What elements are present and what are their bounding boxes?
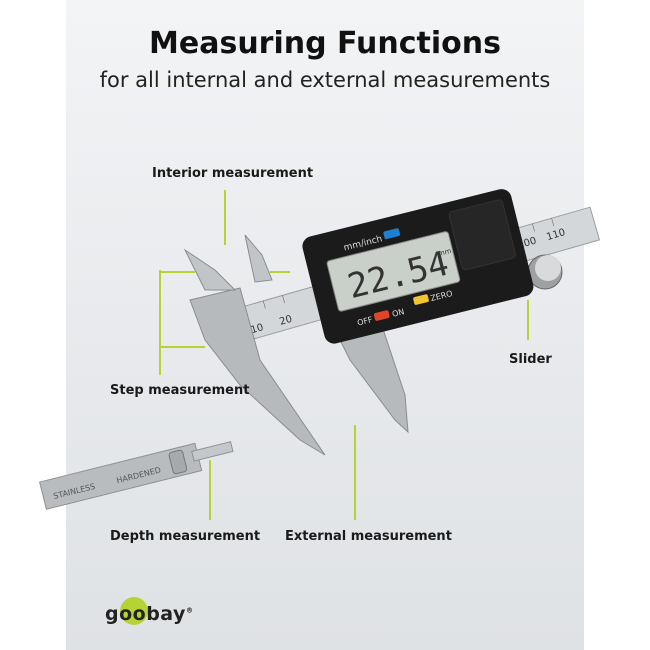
label-slider: Slider — [509, 352, 552, 367]
on-label: ON — [391, 307, 405, 319]
scale-10: 10 — [250, 322, 265, 336]
page-title: Measuring Functions — [149, 26, 501, 61]
slider-wheel-icon — [527, 254, 563, 290]
label-interior-measurement: Interior measurement — [152, 166, 314, 181]
on-off-button[interactable] — [373, 310, 390, 321]
lcd-screen — [326, 231, 461, 312]
page-subtitle: for all internal and external measuremen… — [99, 68, 551, 92]
zero-button[interactable] — [413, 294, 429, 305]
label-external-measurement: External measurement — [285, 529, 452, 544]
unit-button[interactable] — [383, 228, 401, 240]
scale-20: 20 — [278, 314, 293, 328]
scale-110: 110 — [545, 227, 566, 243]
callout-lines — [159, 190, 529, 520]
off-label: OFF — [356, 315, 374, 328]
depth-rod: STAINLESS HARDENED — [39, 441, 234, 510]
label-depth-measurement: Depth measurement — [110, 529, 261, 544]
fixed-jaw — [189, 287, 326, 456]
moving-inner-jaw — [244, 234, 273, 283]
label-step-measurement: Step measurement — [110, 383, 250, 398]
lcd-unit: mm — [437, 247, 452, 258]
fixed-inner-jaw — [183, 248, 237, 291]
goobay-logo: goobay® — [105, 597, 193, 625]
